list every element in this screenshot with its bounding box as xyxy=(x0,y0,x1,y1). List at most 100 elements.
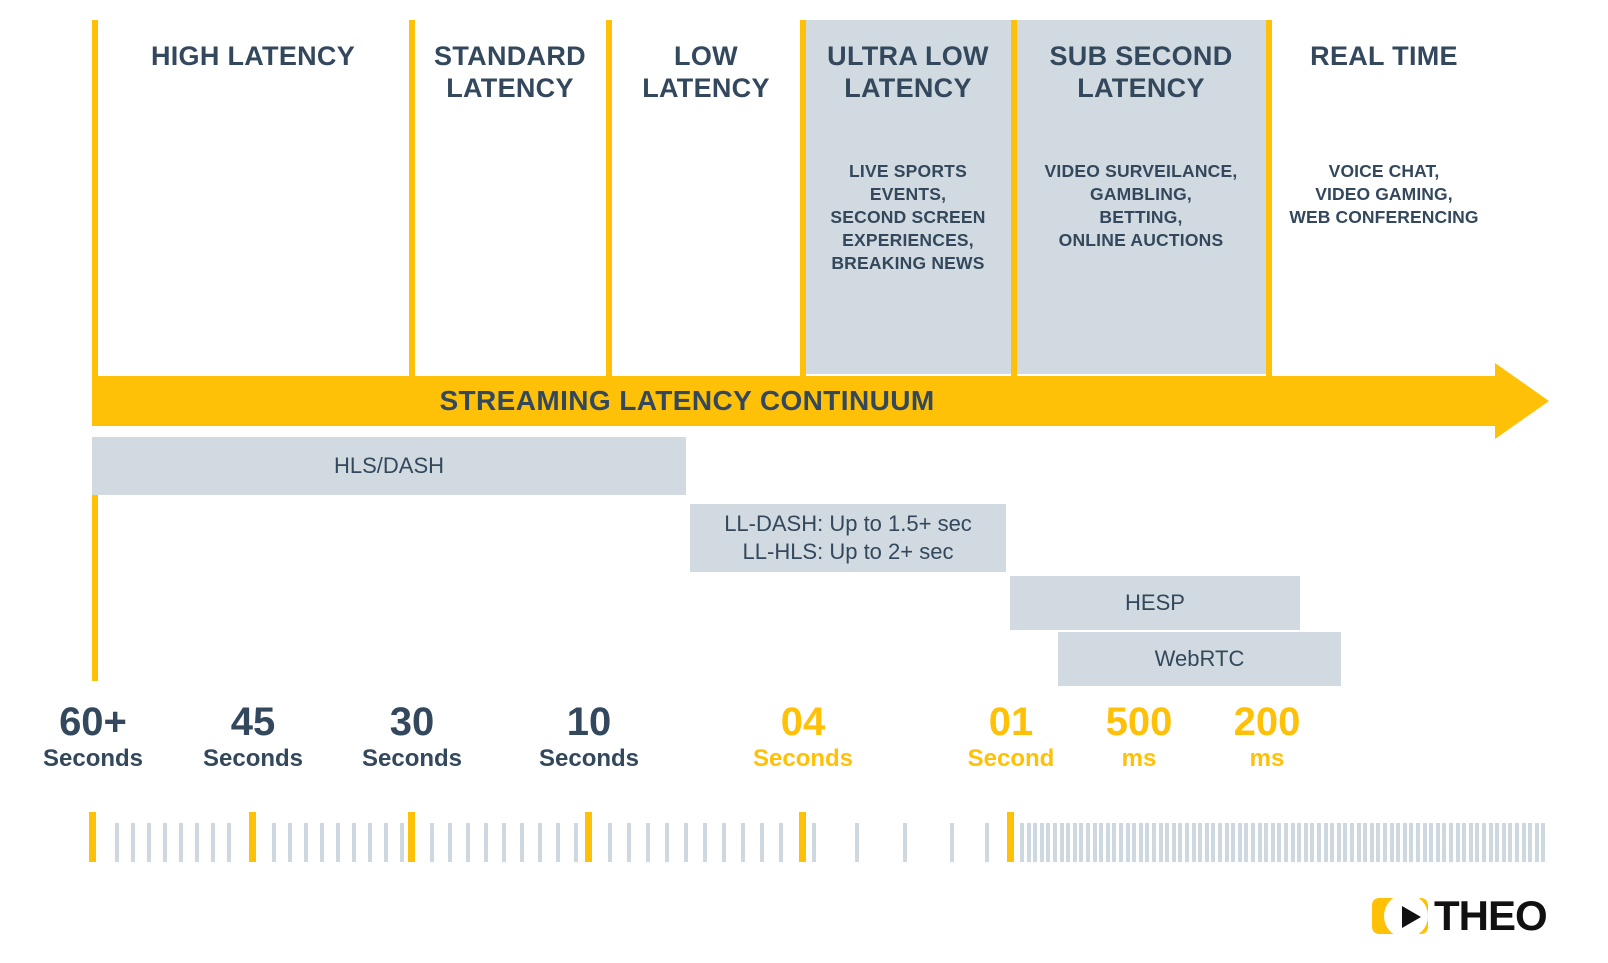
ruler-minor-tick xyxy=(1376,823,1380,862)
ruler-minor-tick xyxy=(903,823,907,862)
axis-value-10: 10 xyxy=(566,700,612,744)
ruler-minor-tick xyxy=(1159,823,1163,862)
ruler-minor-tick xyxy=(1277,823,1281,862)
ruler-minor-tick xyxy=(1502,823,1506,862)
continuum-arrow-bar xyxy=(92,376,1495,426)
ruler-minor-tick xyxy=(227,823,231,862)
ruler-minor-tick xyxy=(1271,823,1275,862)
ruler-minor-tick xyxy=(1086,823,1090,862)
ruler-minor-tick xyxy=(950,823,954,862)
ruler-minor-tick xyxy=(1264,823,1268,862)
protocol-bar-ll-dash-hls: LL-DASH: Up to 1.5+ sec LL-HLS: Up to 2+… xyxy=(690,504,1006,572)
ruler-minor-tick xyxy=(1145,823,1149,862)
ruler-minor-tick xyxy=(1205,823,1209,862)
ruler-minor-tick xyxy=(1436,823,1440,862)
ruler-minor-tick xyxy=(1317,823,1321,862)
protocol-bar-hls-dash: HLS/DASH xyxy=(92,437,686,495)
axis-label-45-seconds: 45 Seconds xyxy=(172,700,334,774)
ruler-minor-tick xyxy=(1073,823,1077,862)
ruler-minor-tick xyxy=(502,823,506,862)
ruler-minor-tick xyxy=(1396,823,1400,862)
ruler-minor-tick xyxy=(1357,823,1361,862)
ruler-minor-tick xyxy=(608,823,612,862)
ruler-minor-tick xyxy=(195,823,199,862)
ruler-minor-tick xyxy=(1225,823,1229,862)
axis-unit-45: Seconds xyxy=(202,745,304,772)
ruler-minor-tick xyxy=(1495,823,1499,862)
ruler-minor-tick xyxy=(1508,823,1512,862)
ruler-minor-tick xyxy=(1152,823,1156,862)
ruler-minor-tick xyxy=(320,823,324,862)
axis-value-30: 30 xyxy=(389,700,435,744)
axis-unit-10: Seconds xyxy=(538,745,640,772)
ruler-minor-tick xyxy=(812,823,816,862)
ruler-minor-tick xyxy=(147,823,151,862)
ruler-minor-tick xyxy=(211,823,215,862)
ruler-minor-tick xyxy=(400,823,404,862)
ruler-minor-tick xyxy=(1462,823,1466,862)
ruler-minor-tick xyxy=(1330,823,1334,862)
ruler-minor-tick xyxy=(646,823,650,862)
ruler-minor-tick xyxy=(1416,823,1420,862)
ruler-minor-tick xyxy=(288,823,292,862)
protocol-bar-hls-dash-label: HLS/DASH xyxy=(333,453,445,478)
ruler-minor-tick xyxy=(272,823,276,862)
ruler-minor-tick xyxy=(1020,823,1024,862)
ruler-minor-tick xyxy=(1198,823,1202,862)
ruler-minor-tick xyxy=(1475,823,1479,862)
ruler-minor-tick xyxy=(1350,823,1354,862)
column-title-real-time: REAL TIME xyxy=(1310,41,1458,71)
ruler-minor-tick xyxy=(1258,823,1262,862)
axis-value-45: 45 xyxy=(230,700,276,744)
ruler-minor-tick xyxy=(1284,823,1288,862)
axis-unit-200: ms xyxy=(1249,745,1285,772)
ruler-minor-tick xyxy=(722,823,726,862)
axis-unit-30: Seconds xyxy=(361,745,463,772)
ruler-minor-tick xyxy=(1185,823,1189,862)
ruler-minor-tick xyxy=(1390,823,1394,862)
ruler-minor-tick xyxy=(985,823,989,862)
play-triangle-icon xyxy=(1402,906,1421,928)
ruler-minor-tick xyxy=(779,823,783,862)
ruler-minor-tick xyxy=(1304,823,1308,862)
ruler-minor-tick xyxy=(1093,823,1097,862)
ruler-minor-tick xyxy=(336,823,340,862)
ruler-minor-tick xyxy=(1079,823,1083,862)
ruler-minor-tick xyxy=(1211,823,1215,862)
ruler-minor-tick xyxy=(703,823,707,862)
column-usecases-real-time: VOICE CHAT, VIDEO GAMING, WEB CONFERENCI… xyxy=(1289,161,1479,227)
divider-line-6 xyxy=(1266,20,1272,376)
ruler-minor-tick xyxy=(1192,823,1196,862)
ruler-minor-tick xyxy=(665,823,669,862)
axis-value-04: 04 xyxy=(780,700,826,744)
ruler-minor-tick xyxy=(352,823,356,862)
ruler-minor-tick xyxy=(1489,823,1493,862)
column-title-high-latency: HIGH LATENCY xyxy=(150,41,356,71)
ruler-minor-tick xyxy=(1060,823,1064,862)
ruler-minor-tick xyxy=(1337,823,1341,862)
ruler-minor-tick xyxy=(1040,823,1044,862)
protocol-bar-webrtc: WebRTC xyxy=(1058,632,1341,686)
ruler-minor-tick xyxy=(1165,823,1169,862)
ruler-minor-tick xyxy=(855,823,859,862)
theo-logo: THEO xyxy=(1372,892,1548,939)
ruler-minor-tick xyxy=(1291,823,1295,862)
ruler-minor-tick xyxy=(1310,823,1314,862)
ruler-minor-tick xyxy=(1066,823,1070,862)
ruler-minor-tick xyxy=(131,823,135,862)
ruler-minor-tick xyxy=(574,823,578,862)
ruler-minor-tick xyxy=(1053,823,1057,862)
ruler-minor-tick xyxy=(1172,823,1176,862)
ruler-minor-tick xyxy=(1522,823,1526,862)
ruler-major-tick xyxy=(1007,812,1014,862)
ruler-minor-tick xyxy=(1541,823,1545,862)
ruler-minor-tick xyxy=(556,823,560,862)
ruler-minor-tick xyxy=(1528,823,1532,862)
ruler-minor-tick xyxy=(1383,823,1387,862)
axis-value-500: 500 xyxy=(1105,700,1173,744)
ruler-minor-tick xyxy=(1370,823,1374,862)
logo-wordmark: THEO xyxy=(1434,892,1548,939)
ruler-minor-tick xyxy=(1033,823,1037,862)
ruler-minor-tick xyxy=(1409,823,1413,862)
